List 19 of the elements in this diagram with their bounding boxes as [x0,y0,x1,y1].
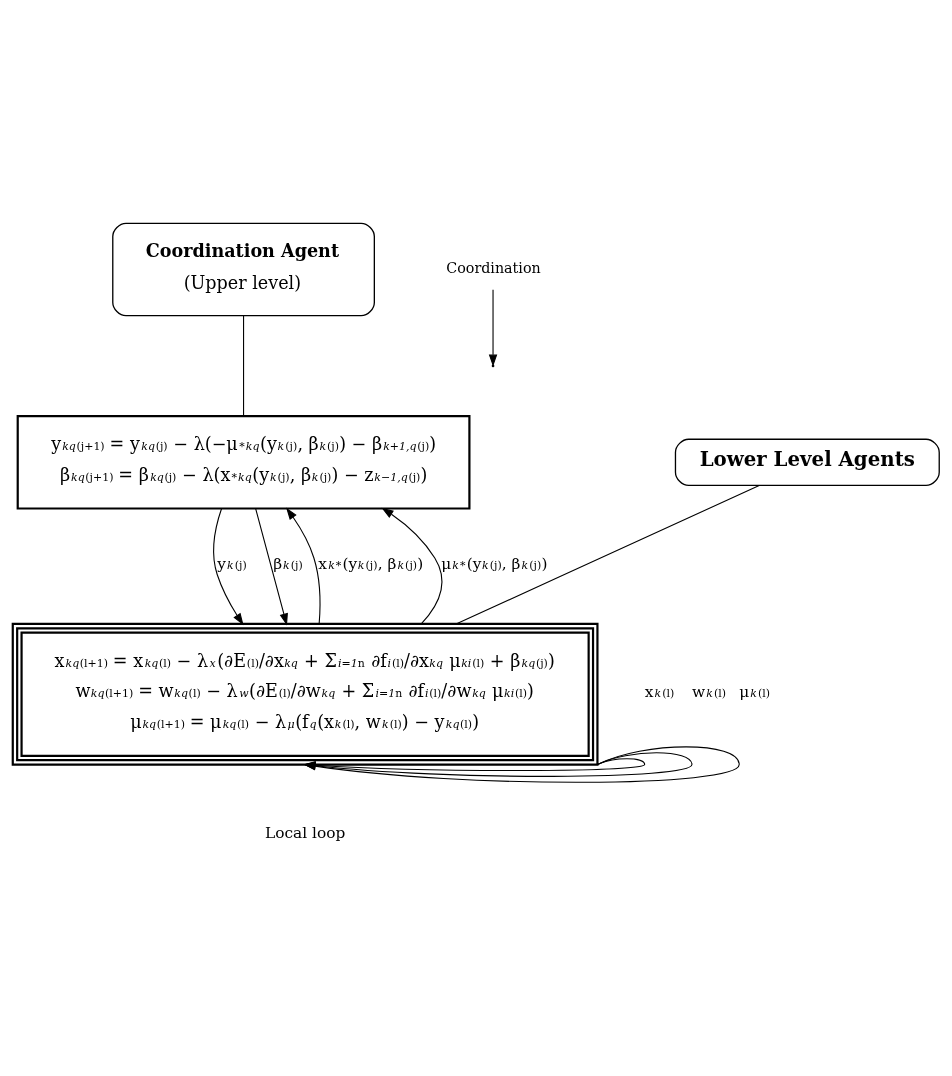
edge-label: wk(l) [691,682,727,701]
node-box: xkq(l+1) = xkq(l) − λx(∂E(l)/∂xkq + Σi=1n ∂fi(l)/∂xkq μki(l) + βkq(j)) wkq(l+1) = wkq(l) − λw(∂E(l)/∂wkq + Σi=1n ∂fi(l)/∂wkq μki(l)) μkq(l+1) = μkq(l) − λμ(fq(xk(l), wk(l)) − ykq(l)) [11,622,599,766]
node-box: Coordination Agent (Upper level) [112,222,375,316]
edge-label: xk*(yk(j), βk(j)) [318,554,424,573]
edge-label: βk(j) [273,554,303,573]
node-box: Lower Level Agents [674,438,940,486]
label: Local loop [264,823,346,842]
node-box: ykq(j+1) = ykq(j) − λ(−μ*kq(yk(j), βk(j)) − βk+1,q(j)) βkq(j+1) = βkq(j) − λ(x*kq(yk(j), βk(j)) − zk−1,q(j)) [16,414,471,510]
node-text: Coordination [446,259,541,276]
edge-label: μk(l) [739,682,770,701]
arrow [286,507,321,624]
edge-label: yk(j) [217,554,247,573]
edge-label: μk*(yk(j), βk(j)) [441,554,548,573]
arrow [213,507,244,625]
edge-label: xk(l) [644,682,675,701]
arrow [381,507,443,624]
arrow [255,507,288,625]
connector [243,314,245,417]
connector [456,484,760,624]
